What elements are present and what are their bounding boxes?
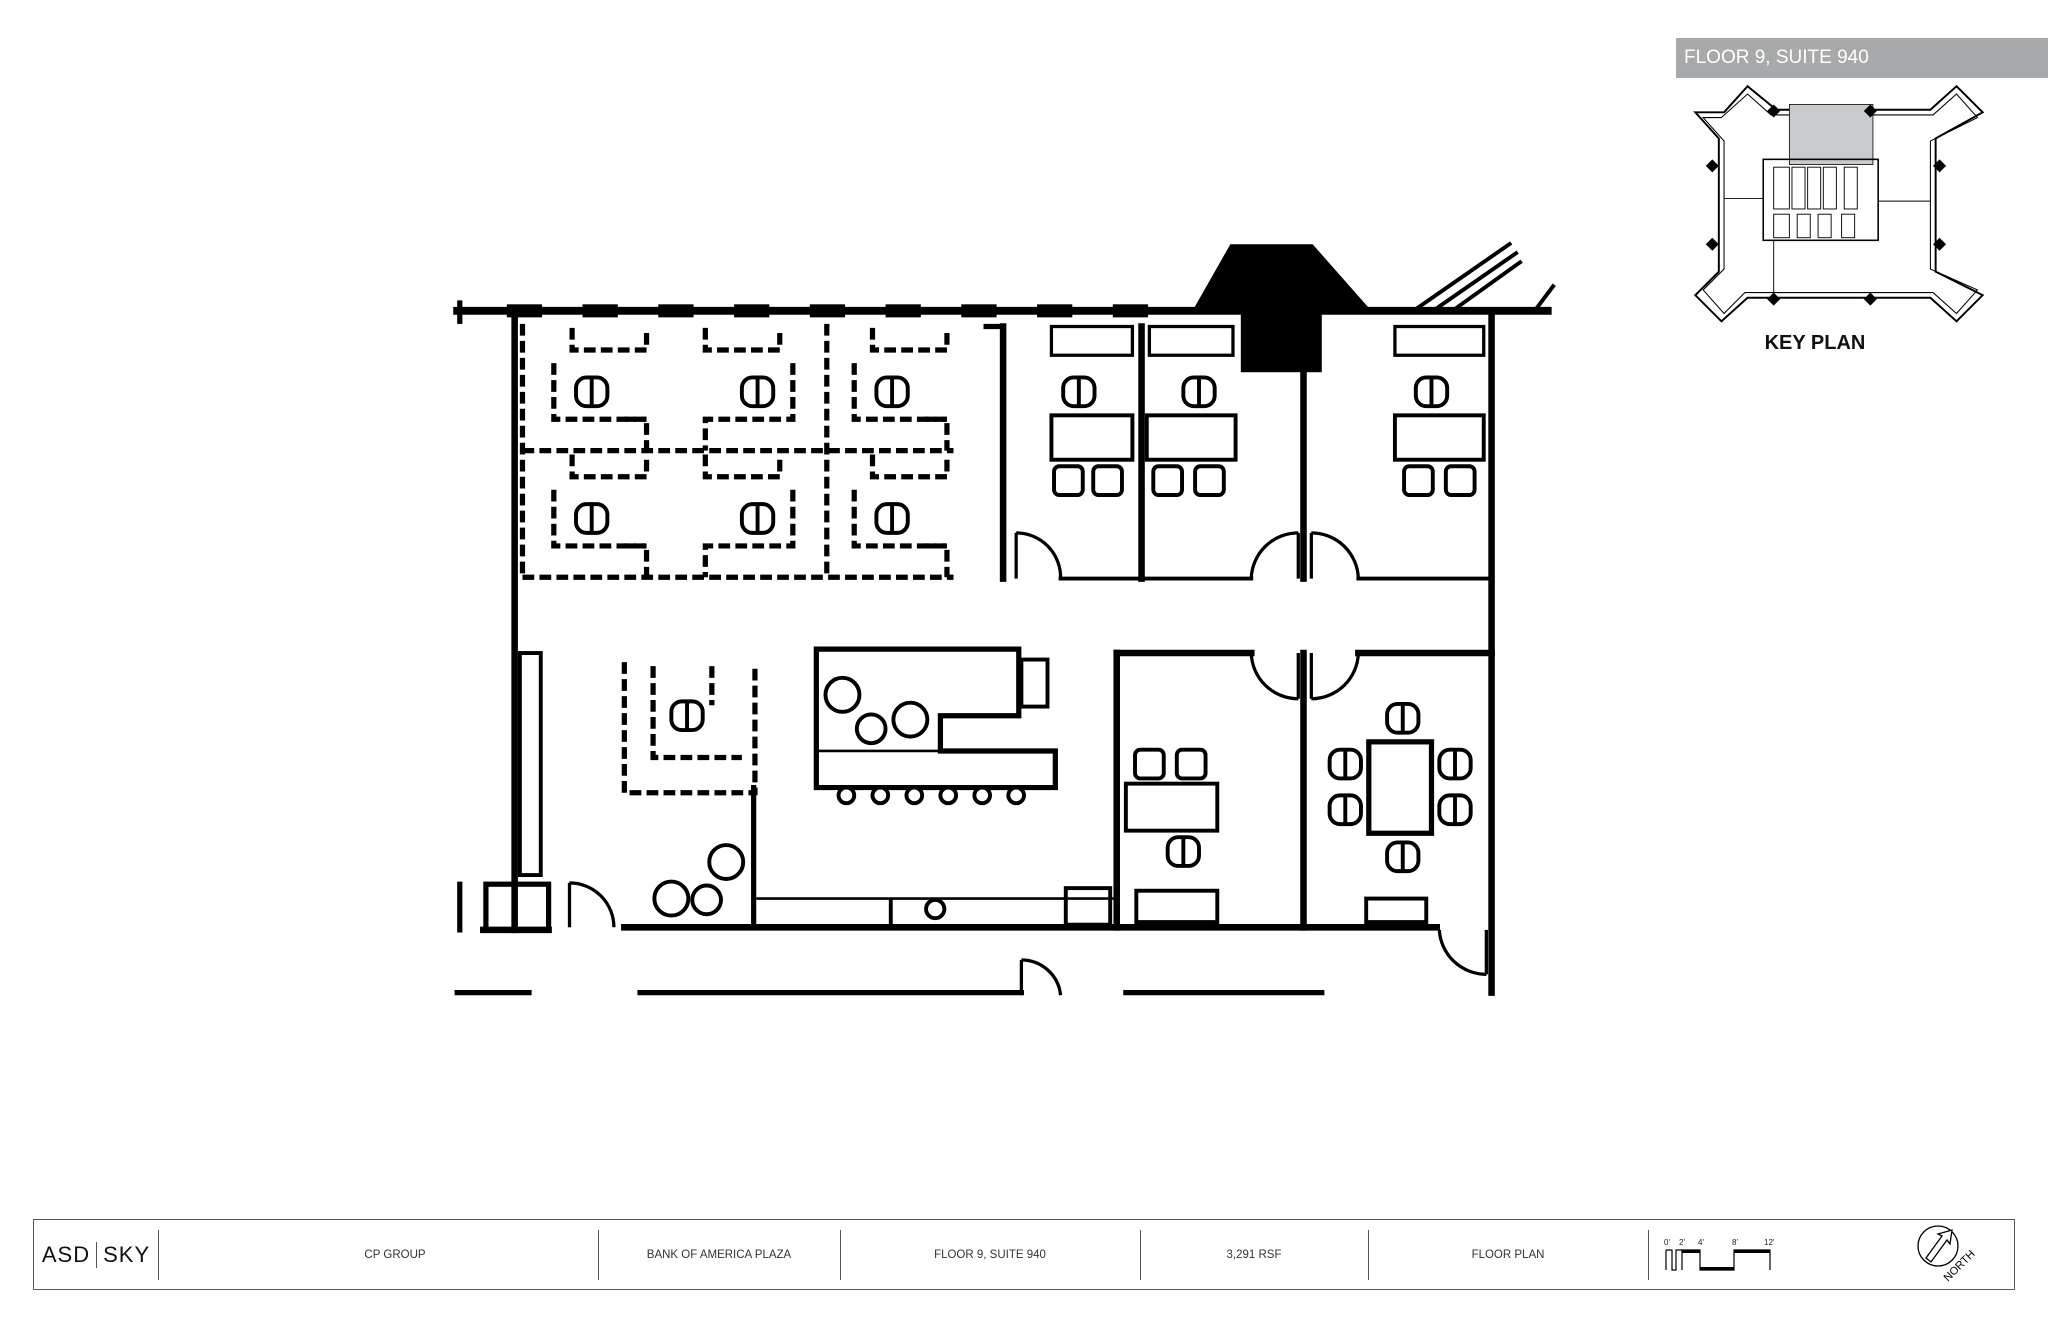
structural-column — [1192, 244, 1372, 373]
task-chair — [574, 375, 610, 409]
bar-stool — [836, 785, 857, 806]
workstation — [551, 454, 650, 578]
desk-lower — [702, 489, 796, 578]
task-chair — [669, 699, 705, 733]
task-chair — [1437, 747, 1473, 781]
task-chair — [1181, 375, 1217, 409]
reception-workstation — [621, 662, 758, 796]
key-plan-label: KEY PLAN — [1764, 332, 1866, 354]
desk-upper — [569, 454, 650, 480]
north-arrow-icon: NORTH — [1917, 1225, 1978, 1284]
workstation — [551, 327, 650, 451]
mullion — [506, 304, 543, 318]
task-chair — [1061, 375, 1097, 409]
task-chair — [874, 375, 910, 409]
door-swings — [567, 531, 1488, 996]
guest-chair — [1151, 464, 1184, 497]
scale-tick: 8' — [1732, 1238, 1738, 1247]
furniture — [690, 324, 1486, 928]
key-plan-drawing — [1693, 84, 1985, 323]
client-name: CP GROUP — [364, 1248, 426, 1261]
bar-stool — [938, 785, 959, 806]
scale-tick: 0' — [1664, 1238, 1670, 1247]
logo: ASD SKY — [34, 1220, 158, 1289]
task-chair — [574, 502, 610, 535]
north-label: NORTH — [1942, 1248, 1978, 1284]
desk-lower — [851, 363, 950, 451]
suite-header: FLOOR 9, SUITE 940 — [1676, 38, 2048, 78]
workstation — [702, 454, 796, 578]
desk-upper — [702, 327, 783, 353]
guest-chair — [1193, 464, 1226, 497]
lounge-chair — [891, 700, 930, 739]
mullion — [809, 304, 846, 318]
workstation — [851, 454, 950, 578]
task-chair — [1385, 840, 1421, 874]
scale-tick: 12' — [1764, 1238, 1775, 1247]
desk-lower — [702, 363, 796, 451]
desk-lower — [551, 363, 650, 451]
logo-right: SKY — [103, 1241, 151, 1267]
lounge-chair — [823, 675, 862, 714]
bar-stool — [904, 785, 925, 806]
title-block: ASD SKY CP GROUP BANK OF AMERICA PLAZA FL… — [33, 1219, 2015, 1290]
mullion — [961, 304, 997, 318]
task-chair — [739, 502, 776, 535]
sheet-title: FLOOR PLAN — [1471, 1248, 1545, 1261]
workstation — [851, 327, 950, 451]
task-chair — [874, 502, 910, 535]
desk-upper — [869, 327, 950, 353]
desk-upper — [869, 454, 950, 480]
scale-bar: 0' 2' 4' 8' 12' — [1664, 1238, 1775, 1271]
task-chair — [1327, 793, 1363, 827]
task-chair — [1437, 793, 1473, 827]
desk-upper — [569, 327, 650, 353]
scale-tick: 2' — [1679, 1238, 1685, 1247]
mullion — [1037, 304, 1073, 318]
window-mullions — [506, 304, 1149, 318]
mullion — [885, 304, 921, 318]
angled-window — [1416, 241, 1556, 313]
task-chair — [1327, 747, 1363, 781]
desk-upper — [702, 454, 783, 480]
workstation — [702, 327, 796, 451]
chairs — [574, 375, 1477, 918]
suite-label: FLOOR 9, SUITE 940 — [934, 1248, 1046, 1261]
bar-stool — [1006, 785, 1026, 806]
task-chair — [1413, 375, 1450, 409]
logo-left: ASD — [41, 1241, 91, 1267]
lounge-chair — [652, 879, 691, 918]
mullion — [734, 304, 770, 318]
mullion — [582, 304, 618, 318]
task-chair — [1385, 702, 1421, 735]
rentable-area: 3,291 RSF — [1226, 1248, 1282, 1261]
desk-lower — [851, 489, 950, 578]
bar-stool — [870, 785, 891, 806]
guest-chair — [1133, 747, 1166, 781]
mullion — [658, 304, 694, 318]
task-chair — [739, 375, 776, 409]
scale-tick: 4' — [1698, 1238, 1704, 1247]
lounge-chair — [707, 843, 746, 881]
guest-chair — [1052, 464, 1085, 497]
bar-stool — [972, 785, 993, 806]
task-chair — [1165, 835, 1201, 868]
guest-chair — [1091, 464, 1124, 497]
mullion — [1112, 304, 1149, 318]
desk-lower — [551, 489, 650, 578]
guest-chair — [1443, 464, 1477, 497]
building-name: BANK OF AMERICA PLAZA — [646, 1248, 792, 1261]
guest-chair — [1174, 747, 1208, 781]
guest-chair — [1402, 464, 1435, 497]
workstations — [519, 323, 954, 796]
